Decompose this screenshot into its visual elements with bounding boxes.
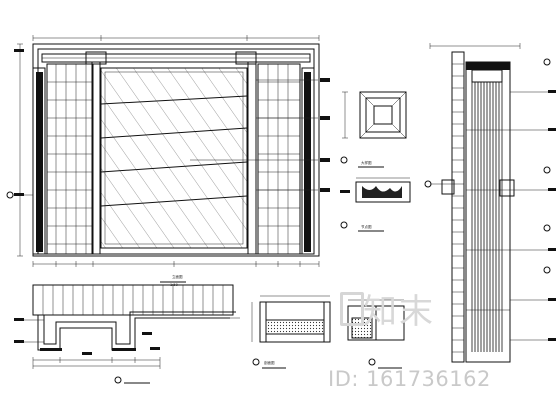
section-detail-a: 剖面图 bbox=[251, 295, 331, 369]
detail-2-title: 节点图 bbox=[361, 224, 372, 229]
plan-view bbox=[14, 284, 240, 384]
detail-1-title: 大样图 bbox=[361, 160, 372, 165]
side-section bbox=[424, 43, 556, 363]
detail-profile: 节点图 bbox=[340, 177, 411, 232]
watermark-id-text: ID: 161736162 bbox=[328, 367, 491, 391]
section-title: 剖面图 bbox=[264, 360, 275, 365]
main-elevation-title: 立面图 bbox=[172, 274, 183, 279]
main-elevation: 立面图 1:50 bbox=[6, 35, 330, 287]
detail-square: 大样图 bbox=[340, 91, 407, 168]
watermark-logo-text: 知末 bbox=[363, 292, 435, 332]
watermark-logo-icon bbox=[340, 292, 364, 326]
